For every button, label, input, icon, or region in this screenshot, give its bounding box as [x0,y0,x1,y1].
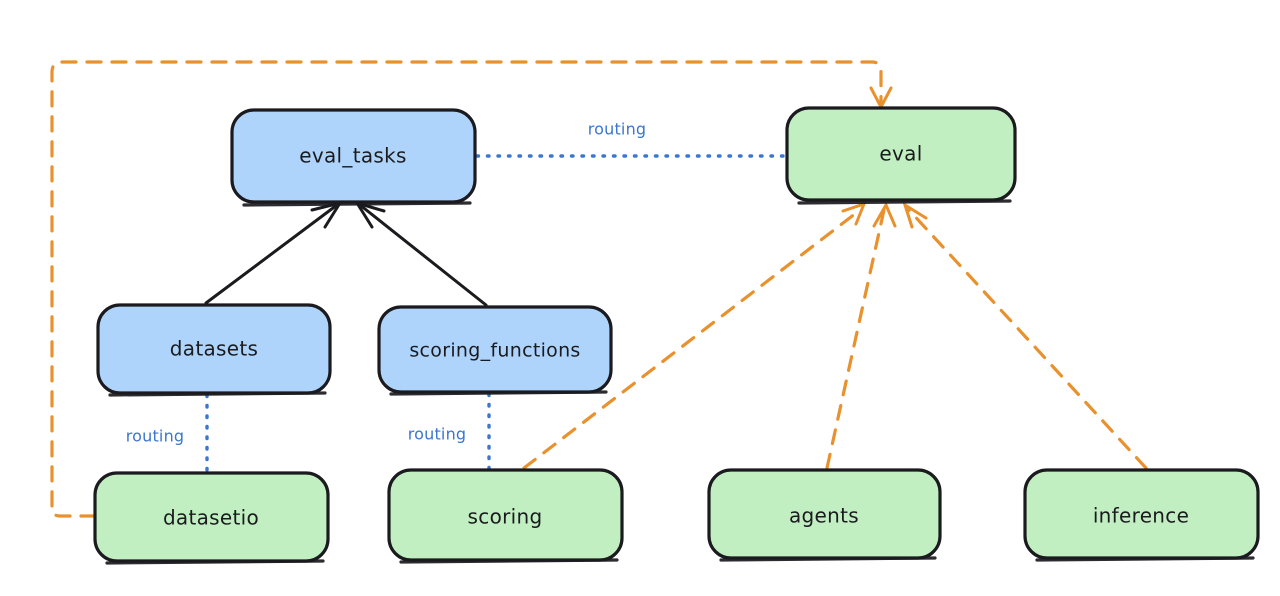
edge-eval_tasks-eval: routing [475,120,787,158]
edge-label-routing-top: routing [588,120,647,139]
node-scoring_functions-shape[interactable] [377,305,613,394]
node-agents-label: agents [789,504,859,528]
edge-datasets-eval_tasks [204,200,344,305]
node-datasetio[interactable]: datasetio [93,471,330,565]
edge-inference-eval [902,201,1148,470]
node-datasetio-shape[interactable] [93,471,330,563]
node-eval_tasks-label: eval_tasks [299,144,406,168]
node-scoring[interactable]: scoring [387,468,624,564]
node-datasetio-label: datasetio [163,506,259,530]
node-eval[interactable]: eval [785,106,1017,205]
node-inference-label: inference [1093,504,1189,528]
edge-label-routing-datasets: routing [126,427,185,446]
node-inference-shape[interactable] [1023,468,1260,560]
edge-scoring_functions-scoring: routing [408,392,491,470]
node-scoring_functions[interactable]: scoring_functions [377,305,613,396]
edge-label-routing-scoring-functions: routing [408,425,467,444]
edge-scoring-eval [522,201,867,470]
node-scoring_functions-label: scoring_functions [409,340,580,362]
node-scoring-label: scoring [468,505,543,529]
node-datasets[interactable]: datasets [96,303,332,397]
edge-agents-eval [825,201,897,470]
node-eval_tasks-shape[interactable] [230,108,477,204]
node-eval-shape[interactable] [785,106,1017,202]
node-eval_tasks[interactable]: eval_tasks [230,108,477,207]
node-scoring-shape[interactable] [387,468,624,562]
node-datasets-label: datasets [170,337,258,361]
edge-scoring_functions-eval_tasks [353,200,488,307]
node-datasets-shape[interactable] [96,303,332,395]
node-eval-label: eval [879,142,922,166]
node-agents-shape[interactable] [707,468,942,560]
node-inference[interactable]: inference [1023,468,1260,562]
edge-datasets-datasetio: routing [126,393,209,473]
node-agents[interactable]: agents [707,468,942,562]
